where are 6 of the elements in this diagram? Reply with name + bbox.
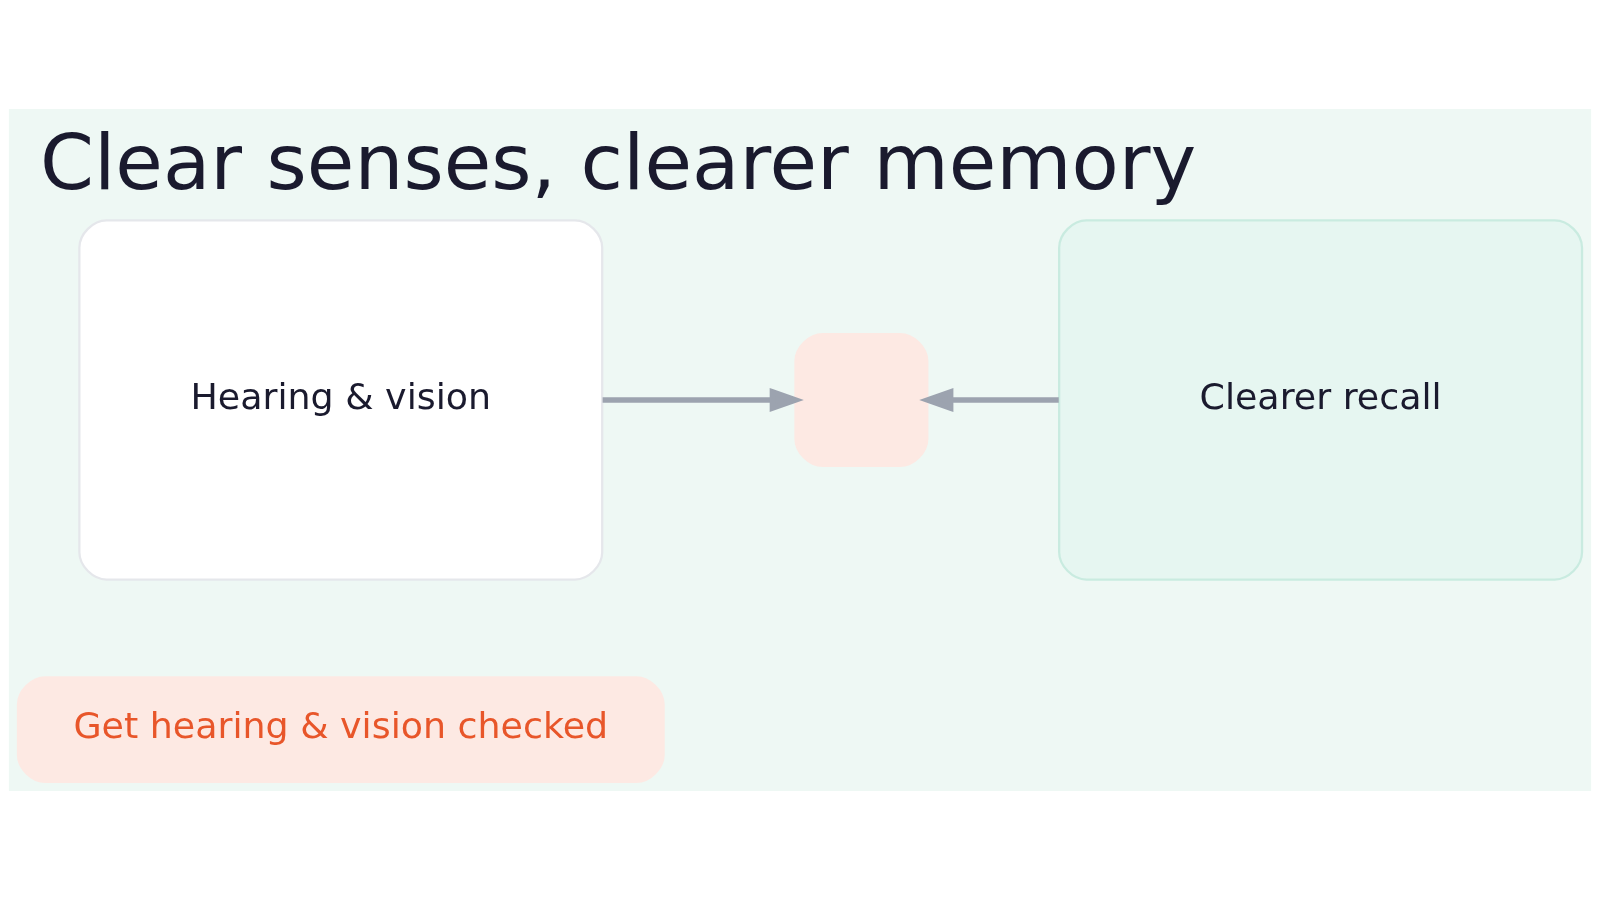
node-box: Clearer recall [1058, 219, 1584, 581]
node-box: Hearing & vision [78, 219, 604, 581]
node-box [794, 332, 929, 468]
diagram-title: Clear senses, clearer memory [39, 117, 1197, 208]
arrow [602, 388, 804, 412]
arrow [919, 388, 1059, 412]
